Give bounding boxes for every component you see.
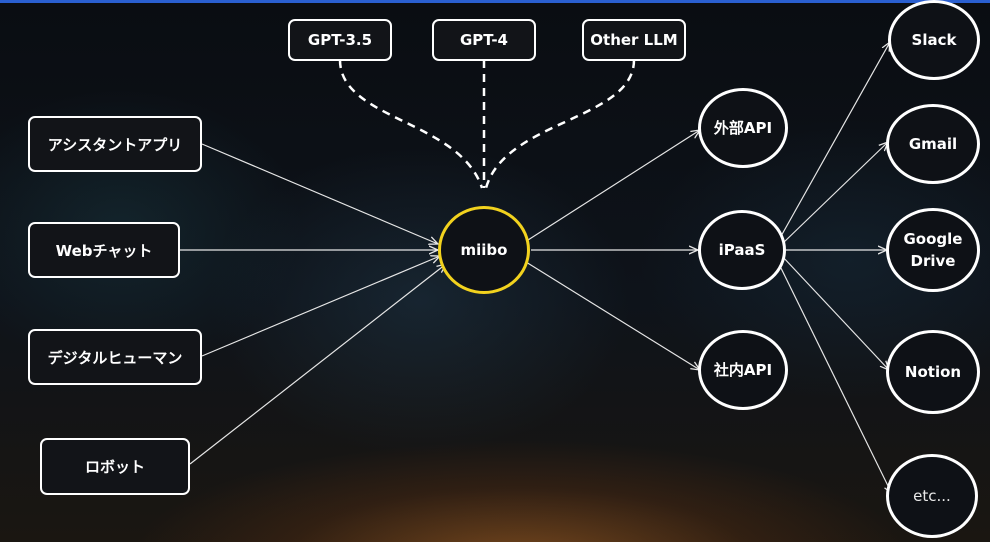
link-otherllm-miibo <box>484 59 636 189</box>
llm-other-box: Other LLM <box>582 19 686 61</box>
service-gmail: Gmail <box>886 104 980 184</box>
llm-gpt4-box: GPT-4 <box>432 19 536 61</box>
link-robot-miibo <box>189 264 446 465</box>
link-miibo-externalapi <box>527 130 700 241</box>
client-digital-human-box: デジタルヒューマン <box>28 329 202 385</box>
service-google-drive: Google Drive <box>886 208 980 292</box>
client-assistant-app-box: アシスタントアプリ <box>28 116 202 172</box>
link-ipaas-notion <box>781 255 889 370</box>
link-digitalhuman-miibo <box>201 256 440 357</box>
connector-ipaas: iPaaS <box>698 210 786 290</box>
service-etc: etc... <box>886 454 978 538</box>
link-ipaas-etc <box>777 261 892 494</box>
miibo-hub: miibo <box>438 206 530 294</box>
link-gpt35-miibo <box>338 59 484 189</box>
connector-external-api: 外部API <box>698 88 788 168</box>
link-ipaas-gmail <box>781 142 888 245</box>
link-assistant-miibo <box>201 143 438 244</box>
llm-gpt35-box: GPT-3.5 <box>288 19 392 61</box>
client-robot-box: ロボット <box>40 438 190 495</box>
link-miibo-internalapi <box>525 261 700 370</box>
top-accent-line <box>0 0 990 3</box>
service-notion: Notion <box>886 330 980 414</box>
client-webchat-box: Webチャット <box>28 222 180 278</box>
service-slack: Slack <box>888 0 980 80</box>
link-ipaas-slack <box>779 42 890 239</box>
connector-internal-api: 社内API <box>698 330 788 410</box>
